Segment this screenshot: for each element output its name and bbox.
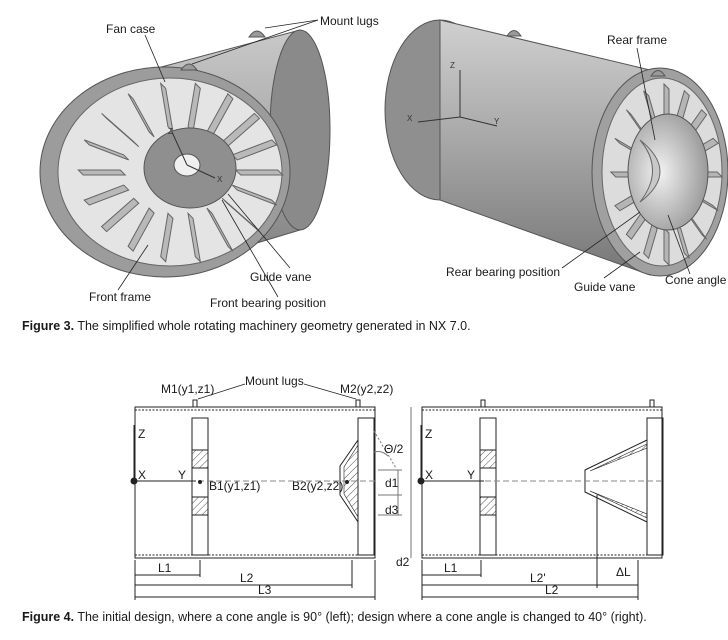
label-l2: L2 (240, 571, 254, 585)
changed-design-drawing (417, 399, 664, 600)
label-rear-bearing: Rear bearing position (446, 265, 560, 279)
label-l2-right: L2 (545, 583, 559, 597)
guide-vane (83, 139, 130, 161)
label-cone-angle: Cone angle (665, 273, 727, 287)
guide-vane (101, 113, 140, 148)
label-d1: d1 (385, 476, 399, 490)
figure-4: Mount lugs M1(y1,z1) M2(y2,z2) Z X Y B1(… (0, 370, 728, 630)
initial-design-drawing (130, 383, 412, 600)
figure-3-caption-label: Figure 3. (22, 319, 75, 333)
label-m2: M2(y2,z2) (340, 382, 393, 396)
label-b1: B1(y1,z1) (209, 479, 260, 493)
mount-lug-front (180, 63, 198, 71)
guide-vane (643, 222, 658, 260)
rear-view-model: Z X Y (384, 19, 728, 277)
label-d3: d3 (385, 503, 399, 517)
label-rear-frame: Rear frame (607, 33, 667, 47)
axis-x-label-right: X (407, 114, 413, 123)
label-theta: Θ/2 (384, 442, 404, 456)
label-guide-vane-right: Guide vane (574, 280, 636, 294)
guide-vane (127, 207, 155, 253)
front-view-model: X Z (39, 29, 331, 278)
figure-4-caption-text: The initial design, where a cone angle i… (74, 610, 647, 624)
guide-vane (206, 207, 234, 252)
label-x-right: X (425, 468, 433, 482)
label-l3: L3 (258, 583, 272, 597)
figure-3-caption-text: The simplified whole rotating machinery … (74, 319, 471, 333)
label-x-left: X (138, 468, 146, 482)
label-l1: L1 (158, 561, 172, 575)
label-front-frame: Front frame (89, 290, 151, 304)
guide-vane (100, 197, 140, 233)
guide-vane (187, 211, 202, 264)
guide-vane (160, 212, 174, 263)
axis-y-label-right: Y (494, 117, 500, 126)
label-delta-l: ΔL (616, 565, 631, 579)
mount-lug-right (650, 70, 666, 77)
figure-4-render: Mount lugs M1(y1,z1) M2(y2,z2) Z X Y B1(… (130, 374, 664, 600)
label-fan-case: Fan case (106, 22, 156, 36)
guide-vane (231, 184, 278, 206)
figure-3-caption: Figure 3. The simplified whole rotating … (22, 319, 471, 333)
label-l1-right: L1 (444, 561, 458, 575)
figure-3: X Z Z X Y (22, 14, 728, 333)
label-front-bearing: Front bearing position (210, 296, 326, 310)
figure-4-caption-label: Figure 4. (22, 610, 75, 624)
figure-3-render: X Z Z X Y (39, 14, 728, 310)
label-y-left: Y (178, 468, 186, 482)
axis-z-label-right: Z (450, 61, 455, 70)
axis-z-label: Z (168, 127, 173, 136)
label-y-right: Y (467, 468, 475, 482)
label-z-right: Z (425, 427, 432, 441)
label-b2: B2(y2,z2) (292, 479, 343, 493)
guide-vane (663, 226, 670, 267)
figure-4-caption: Figure 4. The initial design, where a co… (22, 610, 647, 624)
mount-lug-rear (248, 30, 266, 38)
guide-vane (127, 93, 155, 138)
label-guide-vane-left: Guide vane (250, 270, 312, 284)
label-m1: M1(y1,z1) (161, 382, 214, 396)
label-mount-lugs: Mount lugs (320, 14, 379, 28)
guide-vane (77, 169, 127, 176)
label-z-left: Z (138, 427, 145, 441)
axis-x-label: X (217, 175, 223, 184)
guide-vane (83, 184, 130, 206)
guide-vane (234, 169, 284, 176)
label-l2-prime: L2' (530, 571, 546, 585)
guide-vane (231, 139, 278, 161)
label-mount-lugs-fig4: Mount lugs (245, 374, 304, 388)
leader-lines (117, 19, 691, 298)
guide-vane (675, 223, 690, 259)
label-d2: d2 (396, 555, 410, 569)
